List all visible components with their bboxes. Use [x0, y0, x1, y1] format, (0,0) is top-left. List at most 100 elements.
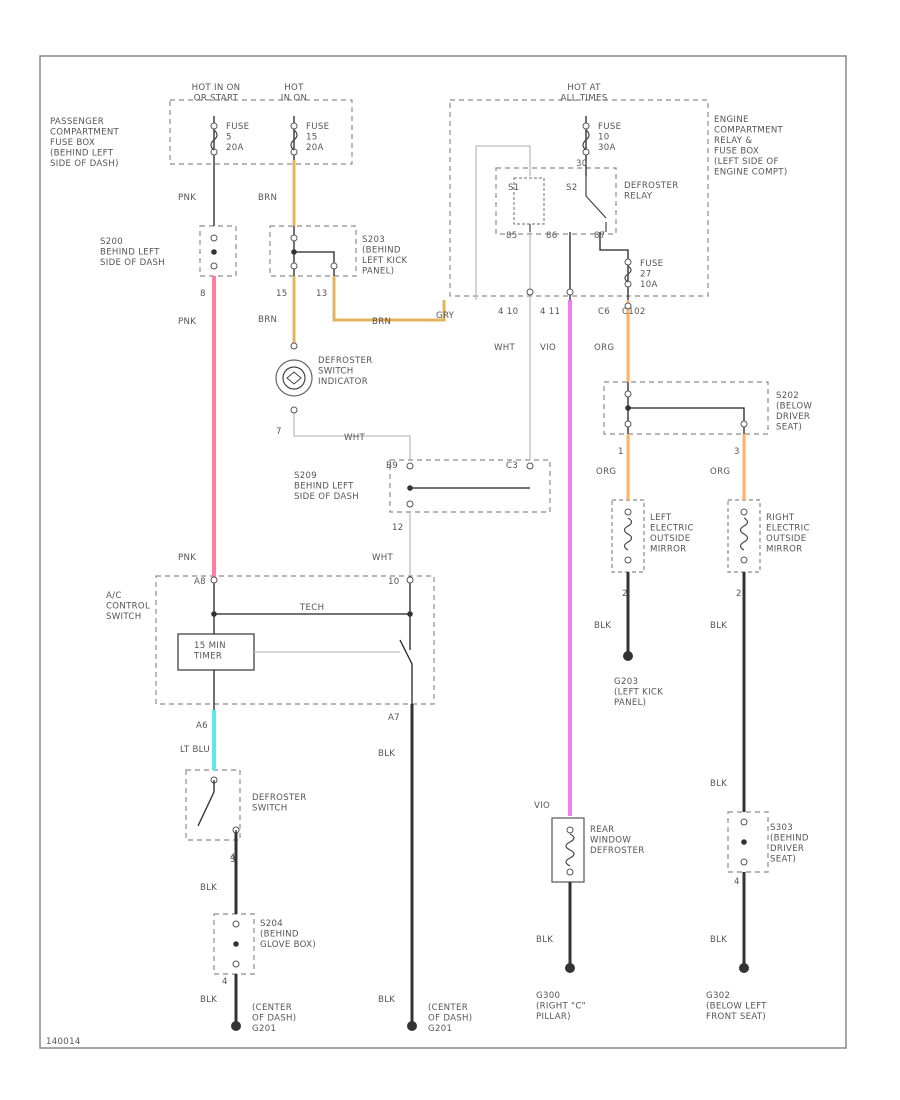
- wire-wht-indicator: [293, 410, 411, 460]
- wire-gry-to-relay: [332, 276, 446, 322]
- diagram-frame: [39, 55, 847, 1049]
- label-wire-labels-wht-1: WHT: [494, 343, 516, 353]
- label-wire-labels-pnk-2: PNK: [178, 317, 196, 327]
- label-wire-labels-blk-6: BLK: [710, 621, 727, 631]
- label-pins-p3b: 3: [230, 855, 236, 865]
- passenger-fuse-box: [169, 99, 353, 165]
- label-wire-labels-pnk-1: PNK: [178, 193, 196, 203]
- splice-s209-box: [389, 459, 551, 513]
- label-pins-p4b: 4: [222, 977, 228, 987]
- label-wire-labels-org-3: ORG: [710, 467, 730, 477]
- mirror-heater-icons: [623, 517, 749, 551]
- splice-s303-box: [727, 811, 769, 873]
- label-pins-p2b: 2: [736, 589, 742, 599]
- label-pins-p411: 4 11: [540, 307, 560, 317]
- label-wire-labels-ppl-2: VIO: [534, 801, 550, 811]
- relay-internals: [513, 176, 607, 232]
- label-pins-pb: B9: [386, 461, 398, 471]
- label-wire-labels-brn-2: BRN: [258, 315, 277, 325]
- label-wire-labels-ltblu: LT BLU: [180, 745, 210, 755]
- label-wire-labels-brn-4: GRY: [436, 311, 455, 321]
- splice-s204-box: [213, 913, 255, 975]
- defroster-relay-box: [495, 167, 617, 235]
- splice-s202-box: [603, 381, 769, 435]
- label-pins-p10: 10: [388, 577, 400, 587]
- ground-icons: [231, 651, 749, 1031]
- label-wire-labels-blk-2: BLK: [200, 995, 217, 1005]
- wire-brn-branch: [294, 251, 335, 276]
- label-pins-pc102: C102: [622, 307, 646, 317]
- label-wire-labels-blk-5: BLK: [594, 621, 611, 631]
- rear-defroster-grid-box: [551, 817, 585, 883]
- label-footer-code: 140014: [46, 1037, 81, 1047]
- fuse-symbols: [210, 129, 632, 283]
- label-pins-p85: 85: [506, 231, 518, 241]
- rear-defroster-element-icon: [565, 833, 575, 867]
- label-wire-labels-wht-2: WHT: [344, 433, 366, 443]
- label-pins-p12: 12: [392, 523, 404, 533]
- label-pins-p410: 4 10: [498, 307, 518, 317]
- label-pins-p87: 87: [594, 231, 606, 241]
- label-wire-labels-blk-4: BLK: [378, 749, 395, 759]
- label-components-timer-pin: TECH: [299, 603, 324, 613]
- indicator-lamp-icon: [275, 359, 313, 397]
- label-components-relay-coil: S1: [508, 183, 520, 193]
- label-components-relay-contact: S2: [566, 183, 578, 193]
- label-wire-labels-org-2: ORG: [596, 467, 616, 477]
- engine-relay-fuse-box: [449, 99, 709, 297]
- label-pins-p30: 30: [576, 159, 588, 169]
- ac-control-switch-box: [155, 575, 435, 705]
- label-pins-pa8: A8: [194, 577, 206, 587]
- label-pins-pc: C3: [506, 461, 518, 471]
- wire-to-fuse27: [599, 232, 629, 300]
- label-grounds-g300: G300(RIGHT "C"PILLAR): [536, 991, 586, 1022]
- label-pins-p86: 86: [546, 231, 558, 241]
- splice-s200-box: [199, 225, 237, 277]
- label-pins-p4c: 4: [734, 877, 740, 887]
- label-wire-labels-blk-3: BLK: [378, 995, 395, 1005]
- label-wire-labels-pnk-3: PNK: [178, 553, 196, 563]
- label-pins-p7: 7: [276, 427, 282, 437]
- splice-dots: [211, 249, 747, 947]
- label-wire-labels-wht-3: WHT: [372, 553, 394, 563]
- label-wire-labels-ppl-1: VIO: [540, 343, 556, 353]
- label-pins-pc6: C6: [598, 307, 610, 317]
- label-wire-labels-blk-1: BLK: [200, 883, 217, 893]
- splice-s203-box: [269, 225, 357, 277]
- label-wire-labels-blk-7: BLK: [710, 779, 727, 789]
- wire-transistor: [399, 639, 413, 704]
- label-wire-labels-brn-1: BRN: [258, 193, 277, 203]
- label-pins-p13: 13: [316, 289, 328, 299]
- label-pins-pa7: A7: [388, 713, 400, 723]
- label-wire-labels-brn-3: BRN: [372, 317, 391, 327]
- label-pins-p8: 8: [200, 289, 206, 299]
- label-wire-labels-org-1: ORG: [594, 343, 614, 353]
- label-pins-p15: 15: [276, 289, 288, 299]
- wire-org-branch: [628, 407, 745, 434]
- label-wire-labels-blk-8: BLK: [710, 935, 727, 945]
